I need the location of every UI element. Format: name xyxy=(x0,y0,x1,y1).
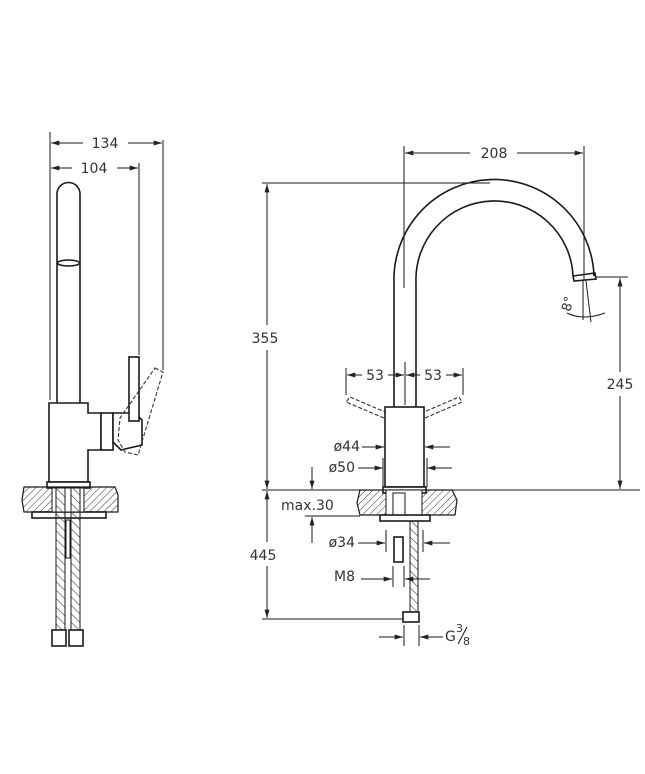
front-view: 355 445 245 208 8° 53 53 xyxy=(250,146,640,648)
spout-outer xyxy=(393,178,595,408)
lever-handle xyxy=(128,356,140,422)
dimension-outlet-height: 245 xyxy=(607,377,634,393)
dimension-handle-right: 53 xyxy=(424,368,442,384)
connection-thread-label: G 3 8 xyxy=(445,622,470,648)
lever-open-position xyxy=(117,367,164,456)
hose-nut-front xyxy=(402,611,420,623)
dimension-flange-diameter: ø50 xyxy=(329,460,355,476)
spout-inner xyxy=(415,200,574,408)
dimension-handle-left: 53 xyxy=(366,368,384,384)
dimension-total-height: 355 xyxy=(252,331,279,347)
faucet-body-side xyxy=(48,402,102,483)
outlet-angle-label: 8° xyxy=(559,295,577,313)
hose-nut xyxy=(68,629,84,647)
dimension-spout-reach: 208 xyxy=(481,146,508,162)
threaded-stud-front xyxy=(393,536,404,563)
handle-right-position xyxy=(423,396,463,419)
hose-nut xyxy=(51,629,67,647)
dimension-spout-depth: 104 xyxy=(81,161,108,177)
cartridge-housing xyxy=(100,412,114,451)
side-view: 134 104 xyxy=(21,132,164,647)
mounting-plate-front xyxy=(379,514,431,522)
supply-hose-front xyxy=(409,520,419,614)
supply-hose xyxy=(70,487,81,631)
thread-letter: G xyxy=(445,629,456,645)
dimension-stud-thread: M8 xyxy=(334,569,355,585)
angle-arc xyxy=(566,312,606,318)
mounting-hole-front xyxy=(385,489,423,516)
shank xyxy=(392,492,406,516)
dimension-hole-diameter: ø34 xyxy=(329,535,355,551)
outlet-angle-line xyxy=(585,280,592,323)
dimension-overall-depth: 134 xyxy=(92,136,119,152)
handle-left-position xyxy=(345,396,386,419)
faucet-body-front xyxy=(384,406,425,488)
fraction-slash xyxy=(457,626,468,645)
thread-numerator: 3 xyxy=(456,622,463,635)
dimension-body-diameter: ø44 xyxy=(334,439,360,455)
aerator xyxy=(56,259,81,267)
mounting-plate xyxy=(31,511,107,519)
dimension-max-countertop: max.30 xyxy=(281,498,334,514)
thread-denominator: 8 xyxy=(463,635,470,648)
threaded-stud xyxy=(65,519,71,559)
supply-hose xyxy=(55,487,66,631)
spout-outlet xyxy=(572,272,597,282)
spout-side xyxy=(56,181,81,404)
dimension-below-counter: 445 xyxy=(250,548,277,564)
